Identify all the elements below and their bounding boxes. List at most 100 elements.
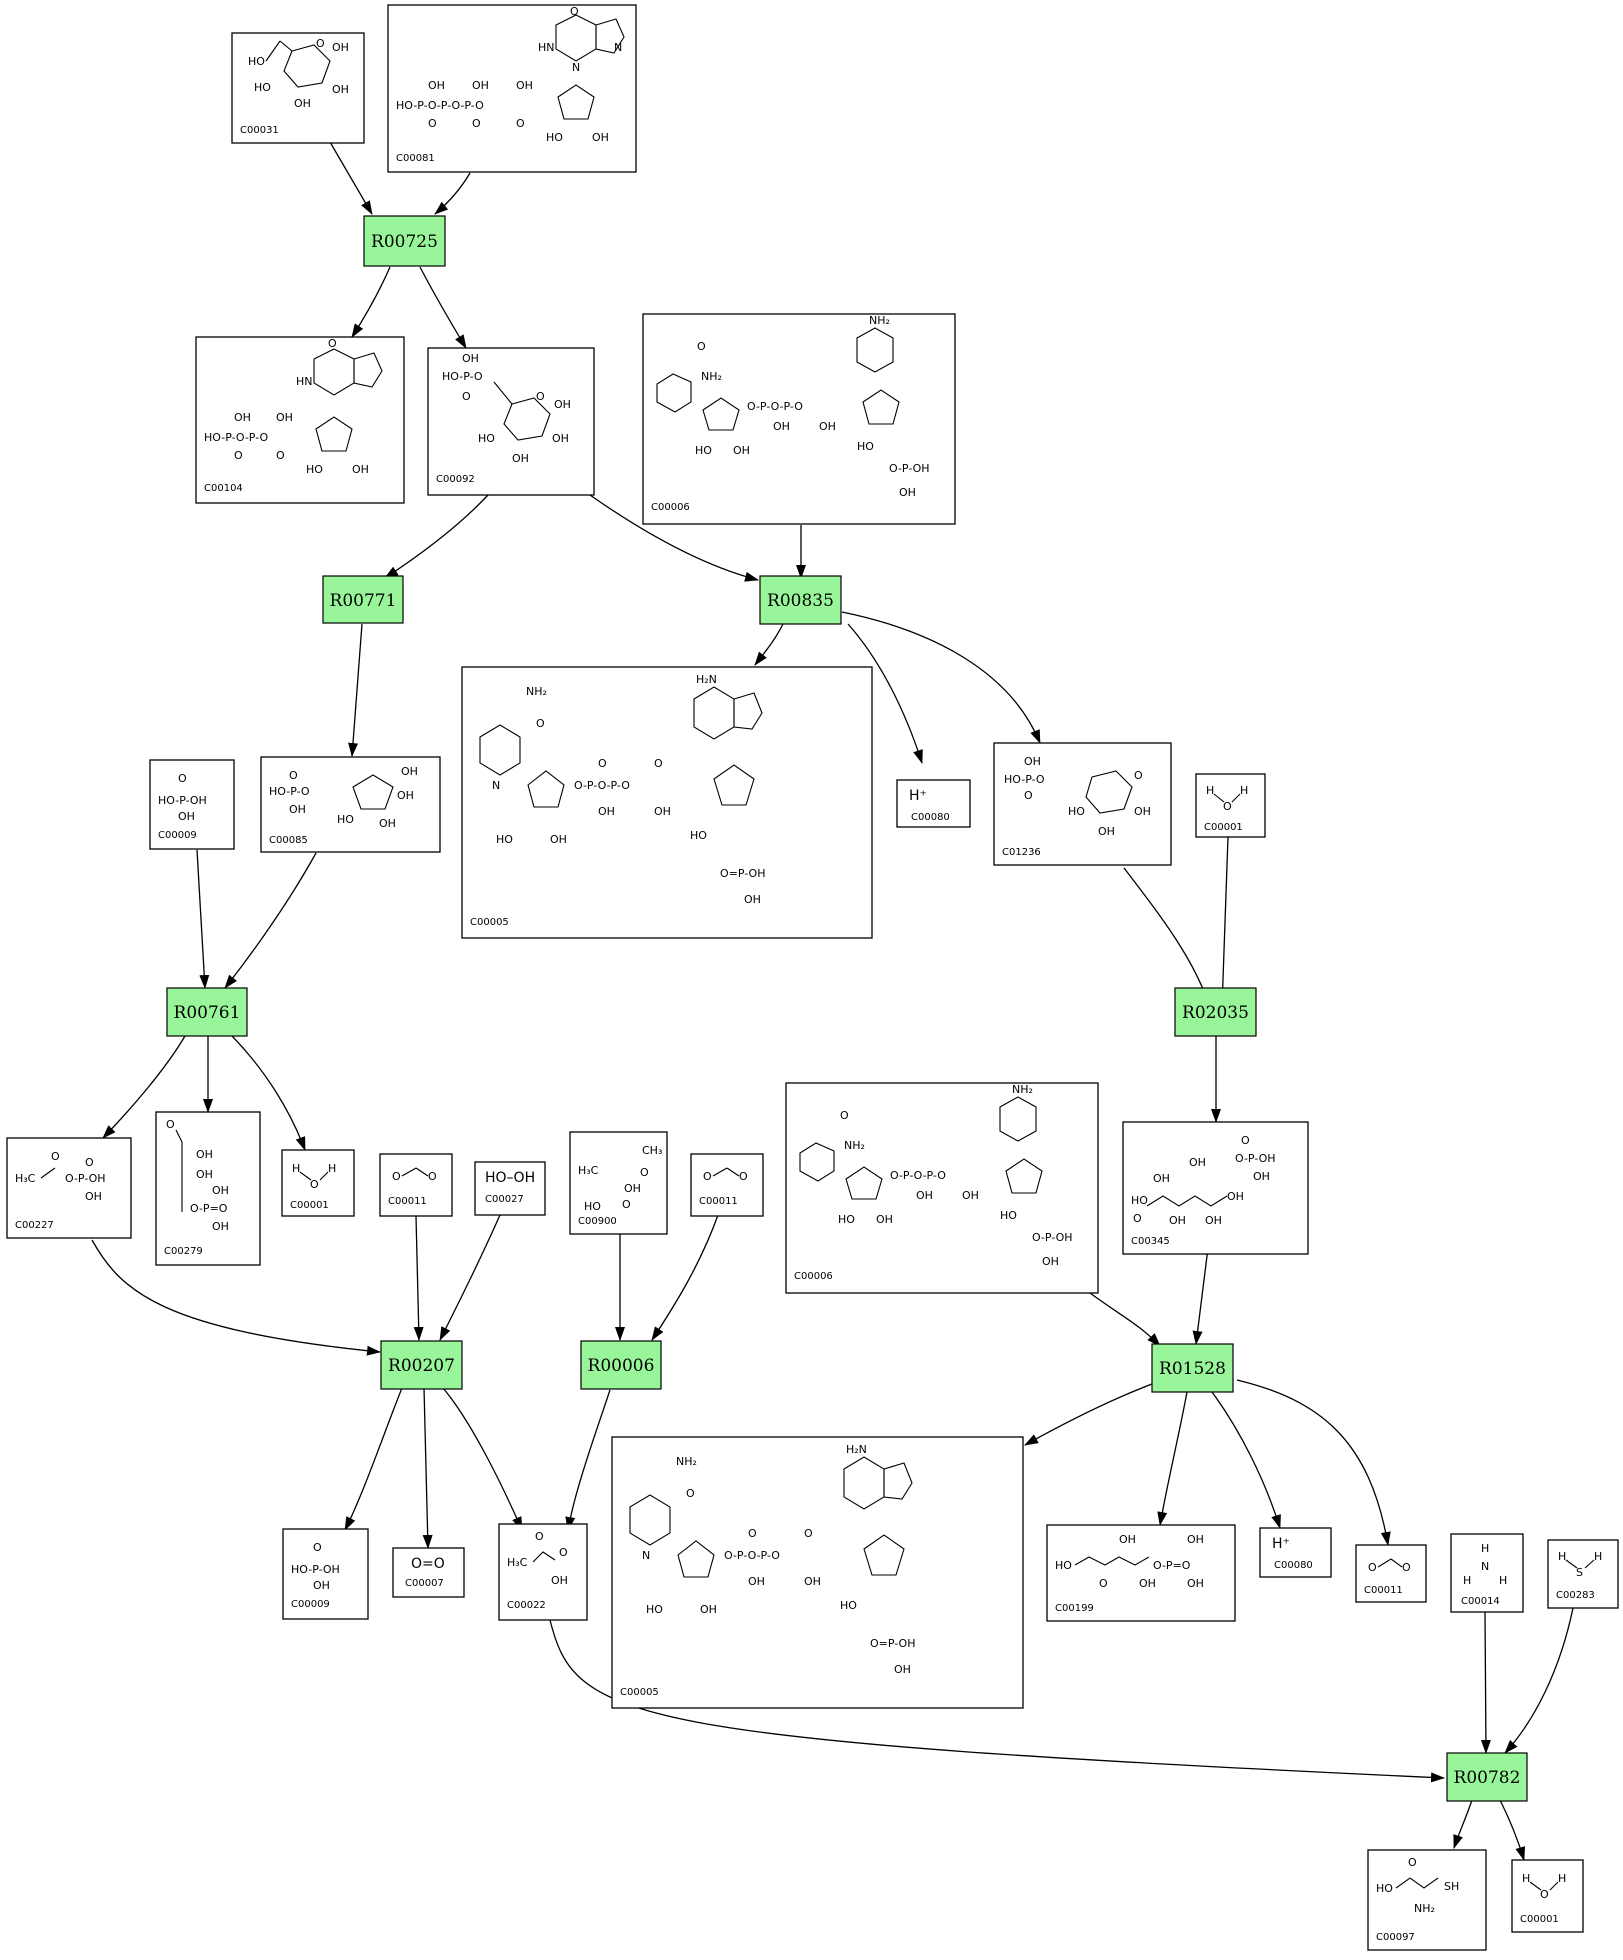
- reaction-R00006[interactable]: R00006: [580, 1340, 662, 1390]
- reaction-R00761[interactable]: R00761: [166, 987, 248, 1037]
- compound-C00097[interactable]: O HO SH NH₂ C00097: [1367, 1849, 1487, 1951]
- compound-C00007[interactable]: O=O C00007: [392, 1547, 465, 1598]
- compound-C00080-bottom[interactable]: H⁺ C00080: [1259, 1527, 1332, 1578]
- edge: [384, 494, 489, 579]
- reaction-R00782[interactable]: R00782: [1446, 1752, 1528, 1802]
- edge: [1499, 1799, 1526, 1861]
- svg-text:OH: OH: [1169, 1214, 1186, 1227]
- reaction-label: R00835: [767, 591, 834, 611]
- compound-id: C00092: [436, 474, 475, 485]
- compound-C00009-bottom[interactable]: O HO-P-OH OH C00009: [282, 1528, 369, 1620]
- svg-text:HO: HO: [1068, 805, 1085, 818]
- svg-text:OH: OH: [1134, 805, 1151, 818]
- compound-C00022[interactable]: O H₃C O OH C00022: [498, 1523, 588, 1621]
- svg-text:HO-P-O-P-O: HO-P-O-P-O: [204, 431, 268, 444]
- compound-id: C00022: [507, 1600, 546, 1611]
- compound-C00009-top[interactable]: O HO-P-OH OH C00009: [149, 759, 235, 850]
- svg-text:N: N: [642, 1549, 650, 1562]
- compound-id: C00031: [240, 125, 279, 136]
- svg-text:O-P-O-P-O: O-P-O-P-O: [890, 1169, 946, 1182]
- svg-text:O=P-OH: O=P-OH: [720, 867, 765, 880]
- svg-text:N: N: [492, 779, 500, 792]
- edge: [329, 141, 373, 215]
- svg-text:O: O: [536, 717, 545, 730]
- edge: [351, 266, 391, 338]
- svg-text:HO: HO: [248, 55, 265, 68]
- reaction-R00771[interactable]: R00771: [322, 575, 404, 624]
- edge: [1453, 1799, 1473, 1849]
- reaction-R00207[interactable]: R00207: [380, 1340, 463, 1390]
- reaction-label: R00207: [388, 1356, 455, 1376]
- edge: [565, 1389, 611, 1531]
- compound-C00227[interactable]: H₃C O O-P-OH OOH C00227: [6, 1137, 132, 1239]
- compound-C00027[interactable]: HO–OH C00027: [474, 1161, 546, 1216]
- structure-drawing: H₃C O O-P-OH OOH: [15, 1150, 106, 1203]
- svg-text:HN: HN: [296, 375, 313, 388]
- compound-id: C00006: [651, 502, 690, 513]
- svg-text:OH: OH: [1024, 755, 1041, 768]
- reaction-R02035[interactable]: R02035: [1174, 987, 1257, 1037]
- reaction-R00725[interactable]: R00725: [363, 215, 446, 267]
- reaction-label: R00771: [330, 591, 397, 611]
- compound-id: C00009: [158, 830, 197, 841]
- oxygen-formula: O=O: [411, 1556, 445, 1572]
- reaction-label: R00782: [1454, 1768, 1521, 1788]
- svg-text:OH: OH: [512, 452, 529, 465]
- svg-text:H₃C: H₃C: [15, 1172, 36, 1185]
- svg-text:OH: OH: [1098, 825, 1115, 838]
- edge: [1024, 1383, 1153, 1446]
- svg-text:O: O: [739, 1170, 748, 1183]
- compound-id: C00027: [485, 1194, 524, 1205]
- svg-text:O: O: [640, 1166, 649, 1179]
- compound-C00080-top[interactable]: H⁺ C00080: [896, 779, 971, 828]
- svg-text:O: O: [516, 117, 525, 130]
- compound-id: C00001: [290, 1200, 329, 1211]
- compound-id: C00009: [291, 1599, 330, 1610]
- reaction-R00835[interactable]: R00835: [759, 575, 842, 625]
- svg-text:O: O: [276, 449, 285, 462]
- compound-C00031[interactable]: HO OH OH HO OH O C00031: [231, 32, 365, 144]
- svg-text:O: O: [289, 769, 298, 782]
- svg-text:H: H: [1558, 1872, 1566, 1885]
- svg-text:OH: OH: [472, 79, 489, 92]
- edge: [754, 623, 784, 666]
- svg-text:OH: OH: [592, 131, 609, 144]
- edge: [102, 1035, 186, 1139]
- reaction-R01528[interactable]: R01528: [1151, 1343, 1234, 1393]
- svg-text:OH: OH: [894, 1663, 911, 1676]
- edge: [439, 1214, 501, 1341]
- svg-text:OH: OH: [332, 83, 349, 96]
- svg-text:HO: HO: [1376, 1882, 1393, 1895]
- svg-text:OH: OH: [748, 1575, 765, 1588]
- edge: [1236, 1379, 1391, 1546]
- svg-text:O: O: [1241, 1134, 1250, 1147]
- svg-text:O: O: [51, 1150, 60, 1163]
- svg-text:O-P-OH: O-P-OH: [889, 462, 930, 475]
- reaction-label: R00761: [174, 1003, 241, 1023]
